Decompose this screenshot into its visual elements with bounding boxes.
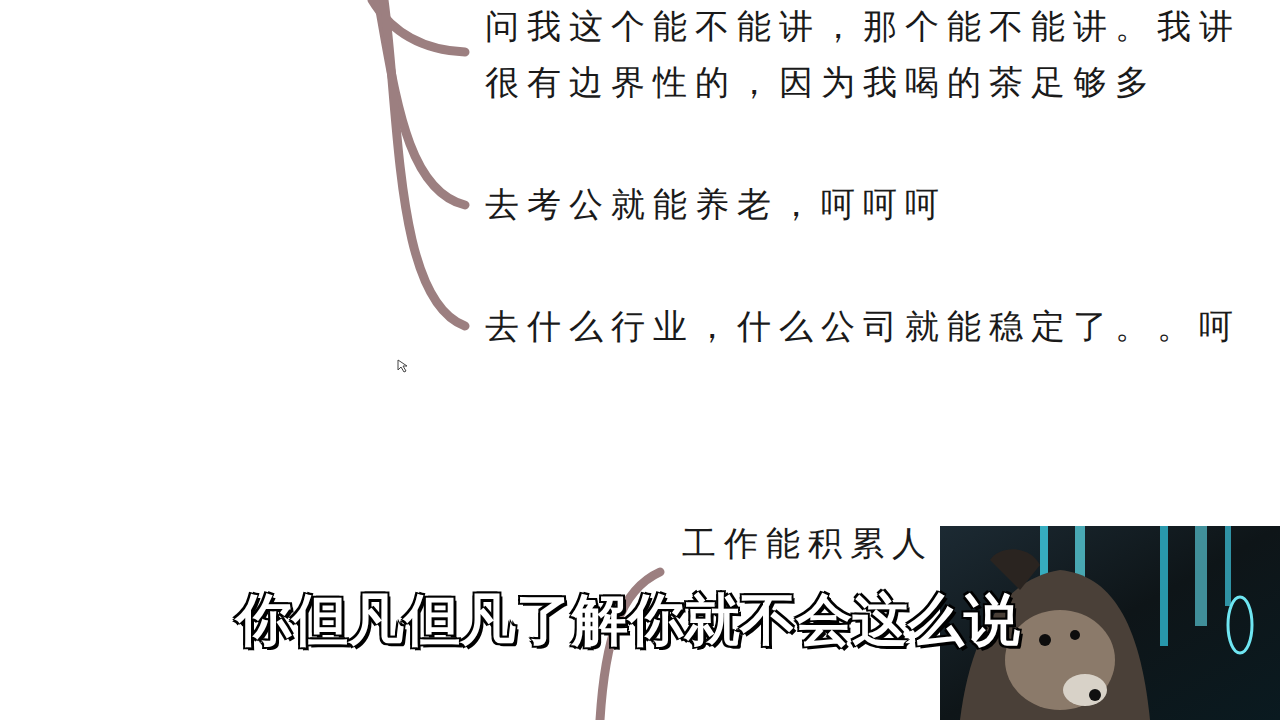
branch-text: 去考公就能养老，呵呵呵 [485, 184, 947, 225]
subtitle: 你但凡但凡了解你就不会这么说 [236, 586, 1020, 653]
branch-text: 去什么行业，什么公司就能稳定了。。呵 [485, 306, 1241, 347]
branch-text: 问我这个能不能讲，那个能不能讲。我讲 [485, 6, 1241, 47]
branch-text: 工作能积累人 [682, 523, 934, 564]
branch-text: 很有边界性的，因为我喝的茶足够多 [485, 62, 1157, 103]
